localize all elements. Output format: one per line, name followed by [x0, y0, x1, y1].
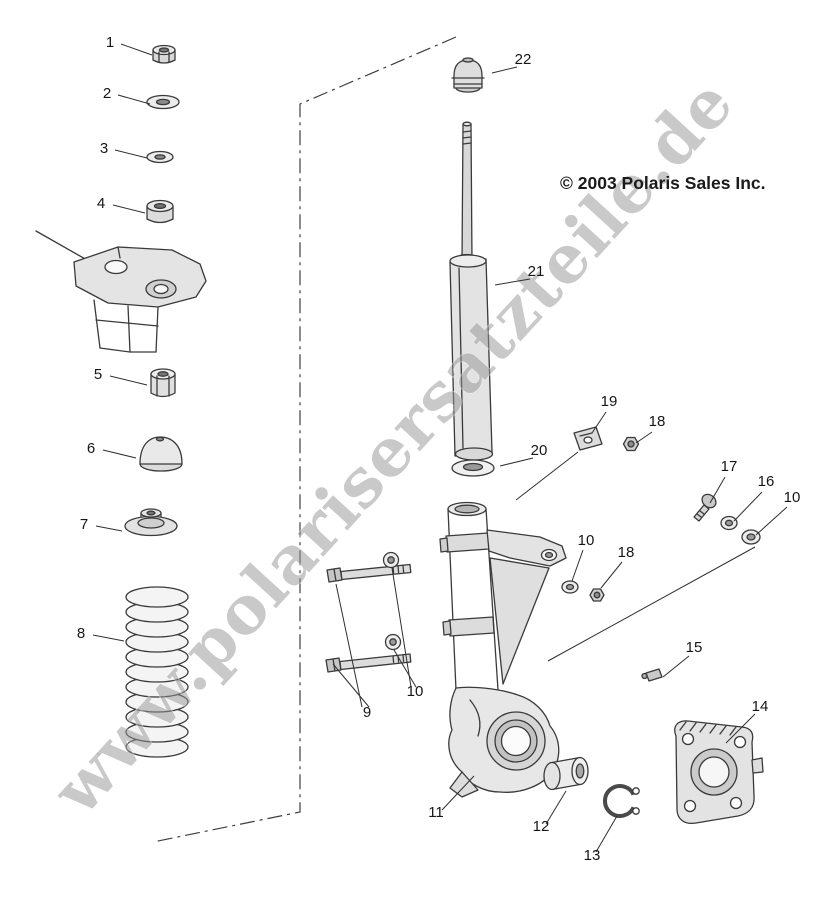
part-fitting-15 — [641, 668, 663, 682]
callout-label-1: 1 — [106, 34, 114, 51]
callout-13: 13 — [584, 815, 618, 864]
callout-16: 16 — [733, 473, 775, 522]
callout-label-10-bolts: 10 — [407, 683, 424, 700]
hardware-assembly-leader — [547, 546, 756, 662]
callout-1: 1 — [106, 34, 153, 56]
callout-label-19: 19 — [601, 393, 618, 410]
callout-label-10-mid: 10 — [578, 532, 595, 549]
callout-label-6: 6 — [87, 440, 95, 457]
part-washer-2 — [146, 94, 180, 110]
callout-label-11: 11 — [428, 804, 444, 821]
callout-18-lower: 18 — [600, 544, 635, 589]
callout-2: 2 — [103, 85, 151, 105]
callout-label-9: 9 — [363, 704, 371, 721]
callout-5: 5 — [94, 366, 148, 386]
callout-label-14: 14 — [752, 698, 769, 715]
copyright-text: © 2003 Polaris Sales Inc. — [560, 173, 766, 193]
callout-label-18-lower: 18 — [618, 544, 635, 561]
callout-10-mid: 10 — [571, 532, 595, 582]
part-snap-ring-13 — [602, 784, 640, 818]
part-bolt-washers-10 — [382, 551, 402, 651]
part-spacer-bushing-12 — [543, 756, 589, 791]
callout-label-17: 17 — [721, 458, 738, 475]
part-caliper-14 — [674, 720, 764, 825]
callout-label-10-right: 10 — [784, 489, 801, 506]
part-washer-3 — [146, 150, 174, 164]
callout-10-right: 10 — [755, 489, 801, 536]
part-bushing-4 — [146, 199, 174, 224]
callout-8: 8 — [77, 625, 125, 642]
part-top-nut — [152, 44, 176, 64]
callout-label-22: 22 — [515, 51, 532, 68]
callout-9: 9 — [332, 583, 371, 721]
part-nut-18-upper — [622, 436, 640, 452]
callout-label-3: 3 — [100, 140, 108, 157]
part-clamp-19 — [573, 426, 603, 451]
part-nut-5 — [150, 368, 176, 398]
callout-22: 22 — [491, 51, 532, 74]
callout-17: 17 — [709, 458, 738, 504]
part-dome-bushing-6 — [139, 436, 183, 472]
part-spring-seat-7 — [124, 508, 178, 537]
callout-label-13: 13 — [584, 847, 601, 864]
part-strut-knuckle-11 — [439, 501, 567, 798]
callout-label-5: 5 — [94, 366, 102, 383]
callout-3: 3 — [100, 140, 148, 159]
callout-6: 6 — [87, 440, 137, 459]
callout-4: 4 — [97, 195, 146, 214]
callout-label-21: 21 — [528, 263, 545, 280]
callout-11: 11 — [428, 775, 475, 821]
callout-19: 19 — [591, 393, 618, 434]
callout-21: 21 — [494, 263, 545, 286]
part-washer-10-right — [741, 529, 761, 545]
clamp-assembly-leader — [515, 451, 579, 501]
part-washer-16 — [720, 515, 738, 531]
center-axis-line — [152, 36, 457, 843]
part-mount-bolts-9 — [325, 563, 412, 673]
callout-15: 15 — [662, 639, 703, 678]
callout-12: 12 — [533, 790, 567, 835]
callout-label-20: 20 — [531, 442, 548, 459]
callout-label-18-upper: 18 — [649, 413, 666, 430]
part-washer-20 — [451, 459, 495, 477]
part-nut-18-lower — [589, 588, 605, 602]
callout-label-4: 4 — [97, 195, 105, 212]
callout-7: 7 — [80, 516, 123, 533]
part-strut-cartridge-21 — [449, 121, 494, 461]
callout-18-upper: 18 — [635, 413, 666, 444]
callout-label-16: 16 — [758, 473, 775, 490]
callout-label-15: 15 — [686, 639, 703, 656]
callout-label-2: 2 — [103, 85, 111, 102]
part-coil-spring — [125, 586, 189, 758]
part-washer-10-mid — [561, 580, 579, 594]
part-strut-mount-bracket — [35, 230, 207, 353]
callout-label-8: 8 — [77, 625, 85, 642]
callout-14: 14 — [725, 698, 769, 744]
callout-10-bolts: 10 — [391, 567, 424, 700]
part-bolt-17 — [693, 493, 717, 522]
callout-20: 20 — [499, 442, 548, 467]
part-bump-stop-22 — [451, 57, 485, 93]
callouts: 1 2 3 4 5 6 7 8 — [77, 34, 801, 864]
callout-label-12: 12 — [533, 818, 550, 835]
callout-label-7: 7 — [80, 516, 88, 533]
